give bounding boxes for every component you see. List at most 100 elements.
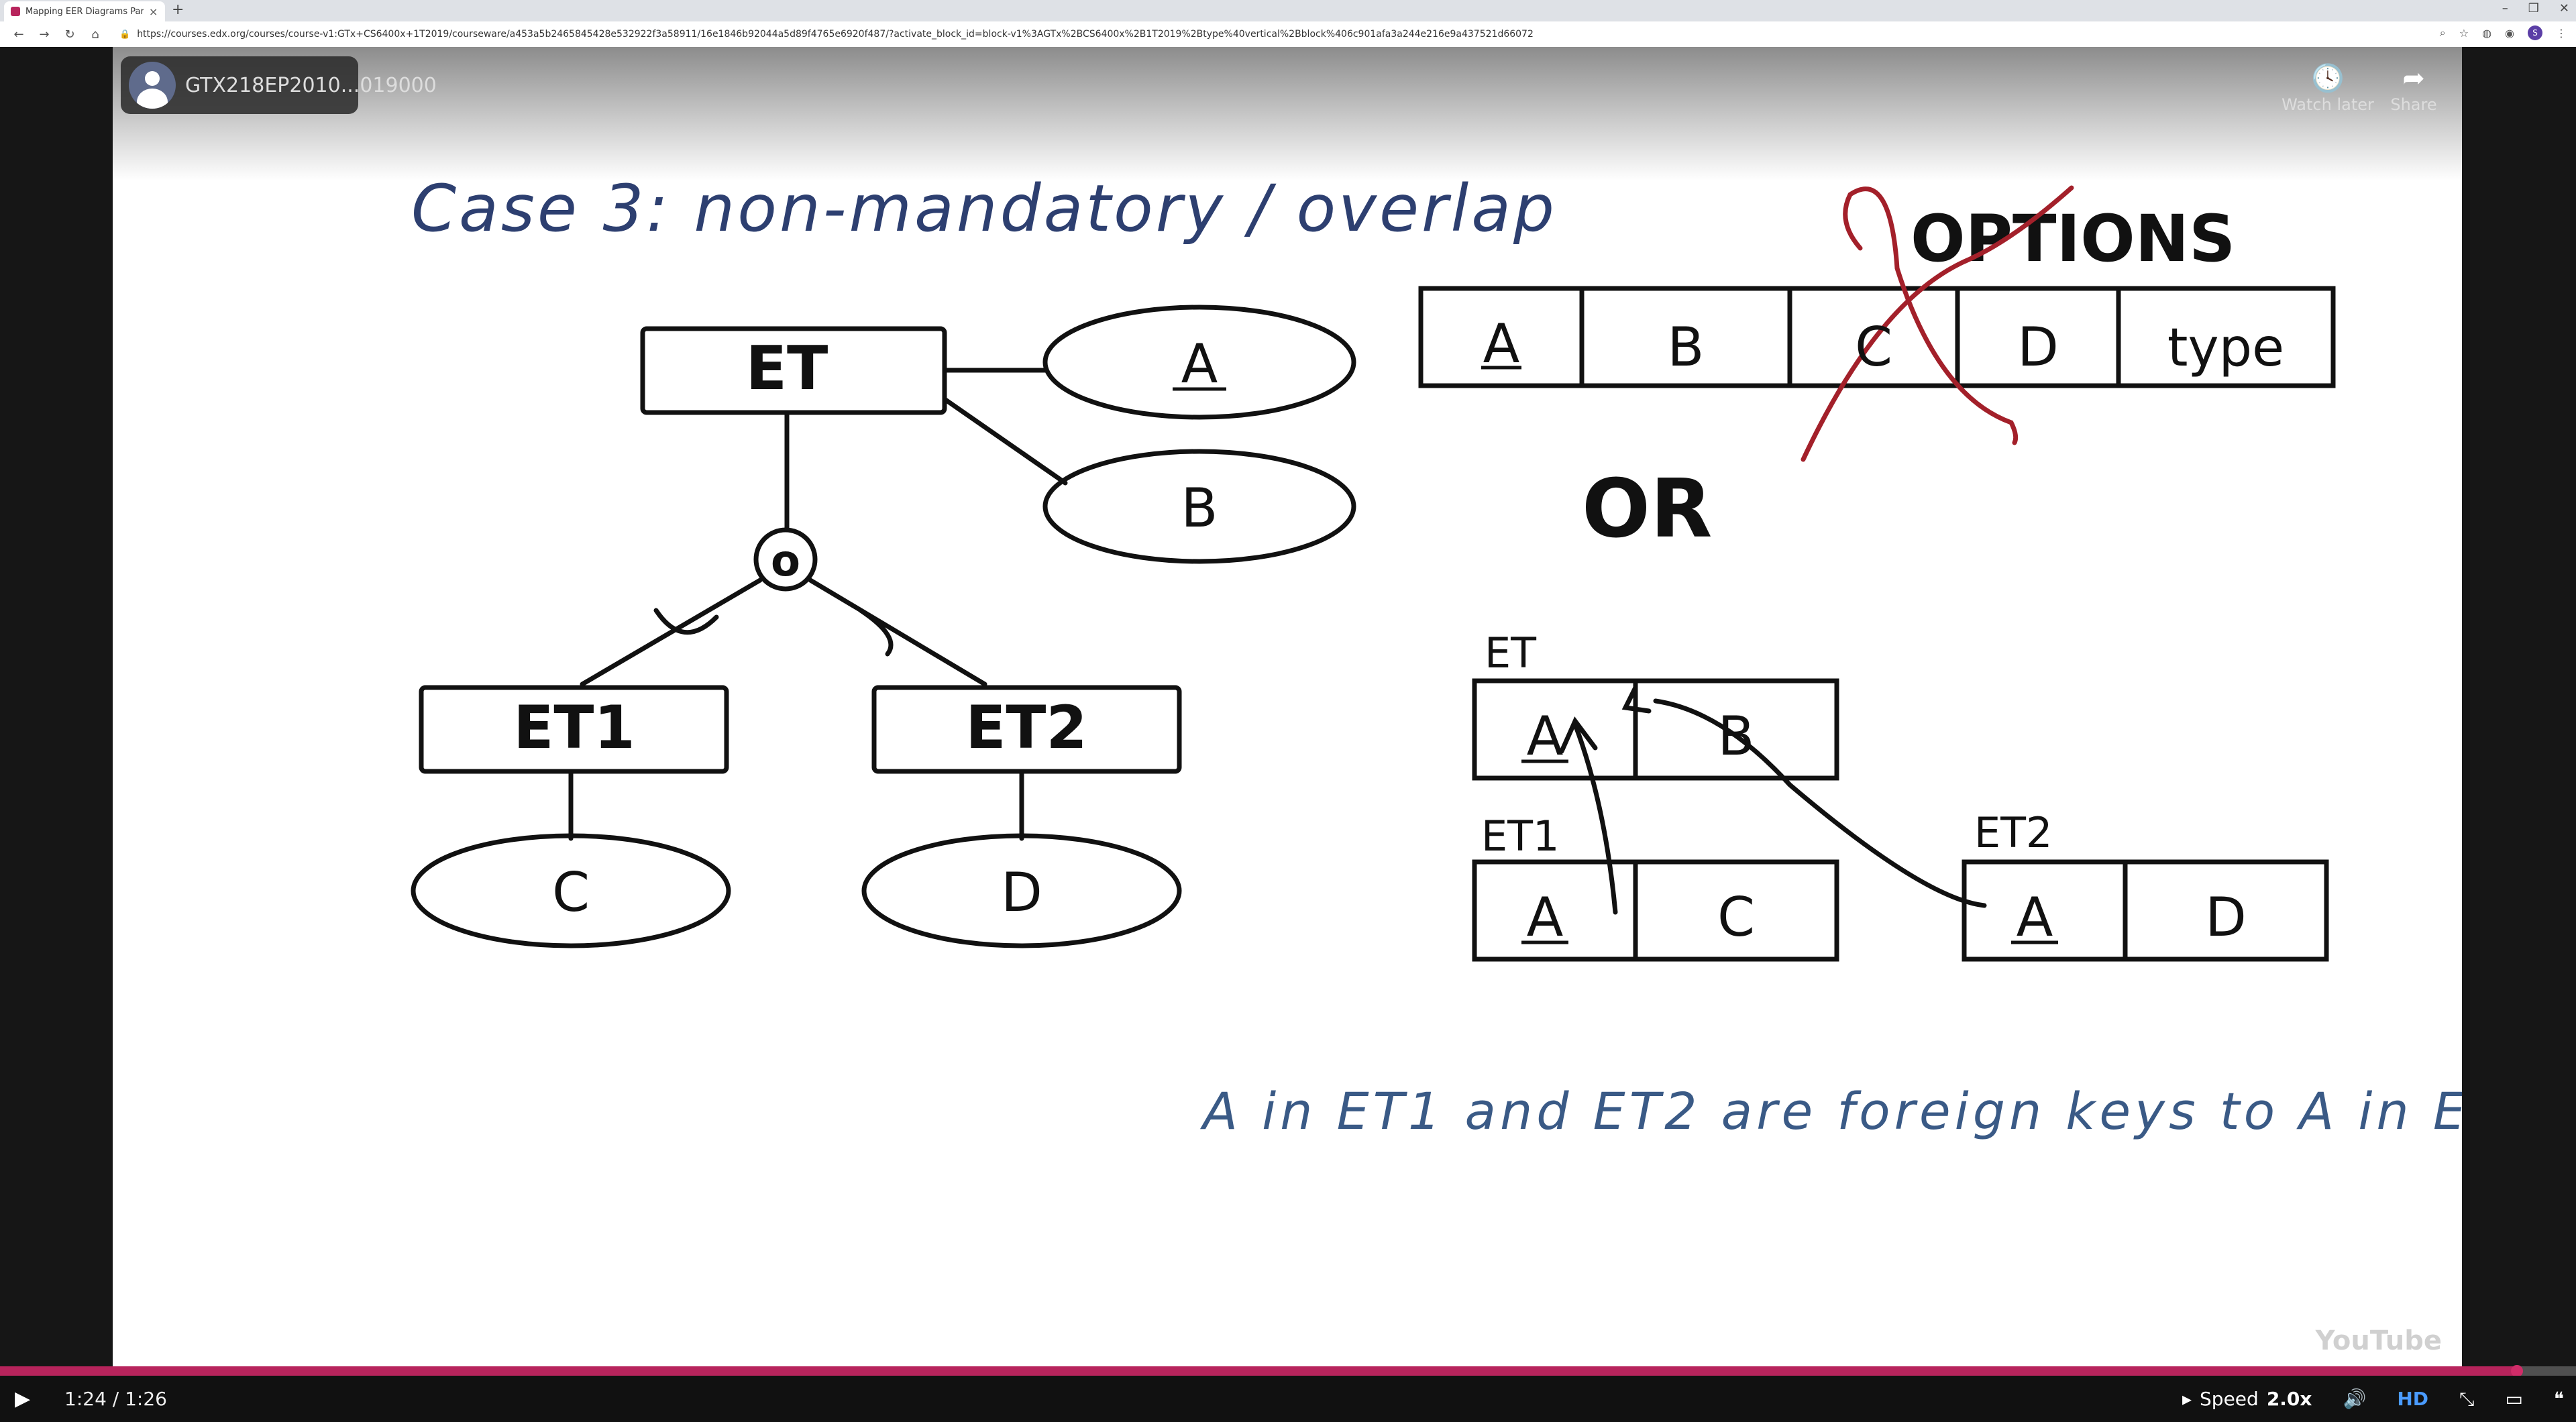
attribute-d-ellipse	[861, 833, 1182, 948]
attribute-b-label: B	[1181, 477, 1218, 539]
share-label: Share	[2390, 95, 2437, 114]
bookmark-star-icon[interactable]: ☆	[2459, 26, 2469, 40]
entity-et2-box	[871, 685, 1182, 774]
channel-info[interactable]	[121, 56, 358, 114]
captions-icon[interactable]: ▭	[2505, 1388, 2523, 1410]
watch-later-button[interactable]: 🕓 Watch later	[2274, 62, 2381, 114]
transcript-icon[interactable]: ❝	[2553, 1388, 2564, 1410]
browser-tab[interactable]: Mapping EER Diagrams Part III | ×	[4, 1, 165, 21]
close-tab-icon[interactable]: ×	[149, 5, 158, 18]
table-et2-col-d: D	[2205, 886, 2247, 948]
footer-note: A in ET1 and ET2 are foreign keys to A i…	[1203, 1081, 2462, 1141]
table-et-col-a: A	[1527, 705, 1564, 767]
browser-menu-icon[interactable]: ⋮	[2556, 26, 2567, 40]
zoom-icon[interactable]: ⌕	[2439, 26, 2446, 39]
overlap-label: o	[771, 537, 800, 586]
browser-extensions: ⌕ ☆ ◍ ◉ S ⋮	[2440, 25, 2567, 40]
single-table-box	[1418, 286, 2336, 388]
time-display: 1:24 / 1:26	[64, 1388, 167, 1410]
hd-button[interactable]: HD	[2397, 1388, 2429, 1410]
restore-icon[interactable]: ❐	[2528, 1, 2539, 15]
or-label: OR	[1582, 463, 1713, 556]
video-title[interactable]: GTX218EP2010...019000	[185, 74, 437, 97]
address-bar: ← → ↻ ⌂ 🔒 https://courses.edx.org/course…	[0, 21, 2576, 48]
top-overlay: GTX218EP2010...019000 🕓 Watch later ➦ Sh…	[113, 47, 2462, 181]
browser-tab-bar: Mapping EER Diagrams Part III | × + – ❐ …	[0, 0, 2576, 21]
entity-et2-label: ET2	[965, 693, 1087, 762]
progress-bar[interactable]	[0, 1365, 2576, 1377]
channel-avatar[interactable]	[129, 62, 176, 109]
fullscreen-exit-icon[interactable]: ⤡	[2459, 1387, 2475, 1410]
edx-favicon-icon	[11, 7, 20, 16]
url-field[interactable]: https://courses.edx.org/courses/course-v…	[137, 29, 1534, 40]
entity-et1-label: ET1	[513, 693, 635, 762]
reload-icon[interactable]: ↻	[64, 27, 75, 42]
table-et1-col-a: A	[1527, 886, 1564, 948]
attribute-c-label: C	[552, 861, 590, 924]
back-icon[interactable]: ←	[13, 27, 24, 42]
entity-et1-box	[419, 685, 729, 774]
single-table-col-a: A	[1483, 313, 1520, 375]
table-et1-label: ET1	[1481, 812, 1560, 861]
speed-button[interactable]: ▸ Speed 2.0x	[2182, 1388, 2312, 1410]
video-frame[interactable]: Case 3: non-mandatory / overlap OPTIONS …	[113, 47, 2462, 1367]
connector-line	[580, 578, 763, 687]
arrow-head	[1559, 716, 1598, 754]
single-table-col-type: type	[2167, 318, 2284, 378]
volume-icon[interactable]: 🔊	[2343, 1388, 2367, 1410]
foreign-key-arrow	[1653, 698, 1987, 908]
forward-icon[interactable]: →	[39, 27, 50, 42]
tab-title: Mapping EER Diagrams Part III |	[25, 6, 144, 17]
single-table-col-b: B	[1668, 316, 1705, 378]
connector-line	[942, 396, 1068, 486]
table-et1-box	[1472, 859, 1839, 962]
subset-symbol	[653, 608, 719, 635]
extension-icon[interactable]: ◉	[2505, 26, 2514, 40]
attribute-c-ellipse	[411, 833, 731, 948]
table-et2-col-a: A	[2017, 886, 2053, 948]
attribute-a-ellipse	[1042, 305, 1356, 420]
attribute-b-ellipse	[1042, 449, 1356, 564]
single-table-col-d: D	[2017, 316, 2059, 378]
player-controls: ▶ 1:24 / 1:26 ▸ Speed 2.0x 🔊 HD ⤡ ▭ ❝	[0, 1376, 2576, 1422]
table-et-col-b: B	[1718, 705, 1755, 767]
play-button[interactable]: ▶	[15, 1387, 31, 1411]
attribute-a-label: A	[1181, 333, 1218, 395]
close-window-icon[interactable]: ✕	[2559, 1, 2569, 15]
watch-later-label: Watch later	[2282, 95, 2374, 114]
table-et2-label: ET2	[1974, 808, 2053, 857]
single-table-col-c: C	[1855, 316, 1892, 378]
table-et-box	[1472, 678, 1839, 781]
table-et-label: ET	[1485, 628, 1537, 677]
avatar-body	[137, 89, 168, 109]
slide-heading: Case 3: non-mandatory / overlap	[411, 171, 1557, 246]
subset-symbol	[858, 608, 894, 657]
extension-icon[interactable]: ◍	[2482, 26, 2492, 40]
table-et2-box	[1962, 859, 2329, 962]
eer-diagram-drawing: ET A B o ET1 ET2 C D A B C D type ET A B…	[411, 185, 2336, 962]
video-player: Case 3: non-mandatory / overlap OPTIONS …	[0, 47, 2576, 1422]
overlap-circle	[753, 527, 818, 592]
table-et1-col-c: C	[1717, 886, 1755, 948]
controls-right: ▸ Speed 2.0x 🔊 HD ⤡ ▭ ❝	[2182, 1376, 2564, 1422]
connector-line	[808, 578, 987, 687]
arrow-head	[1621, 685, 1652, 714]
progress-fill	[0, 1366, 2517, 1376]
progress-thumb[interactable]	[2510, 1365, 2523, 1377]
new-tab-button[interactable]: +	[172, 1, 184, 18]
speed-label: Speed	[2200, 1388, 2259, 1410]
minimize-icon[interactable]: –	[2502, 1, 2508, 15]
caret-right-icon: ▸	[2182, 1388, 2192, 1410]
lock-icon: 🔒	[119, 29, 131, 40]
share-arrow-icon: ➦	[2402, 63, 2425, 94]
strike-through-mark	[1801, 185, 2074, 462]
profile-avatar[interactable]: S	[2528, 25, 2542, 40]
entity-et-label: ET	[746, 333, 828, 404]
youtube-watermark[interactable]: YouTube	[2315, 1325, 2442, 1356]
home-icon[interactable]: ⌂	[91, 27, 99, 42]
avatar-head	[145, 71, 160, 86]
clock-icon: 🕓	[2311, 63, 2345, 94]
share-button[interactable]: ➦ Share	[2360, 62, 2462, 114]
speed-value: 2.0x	[2266, 1388, 2312, 1410]
attribute-d-label: D	[1001, 861, 1042, 924]
